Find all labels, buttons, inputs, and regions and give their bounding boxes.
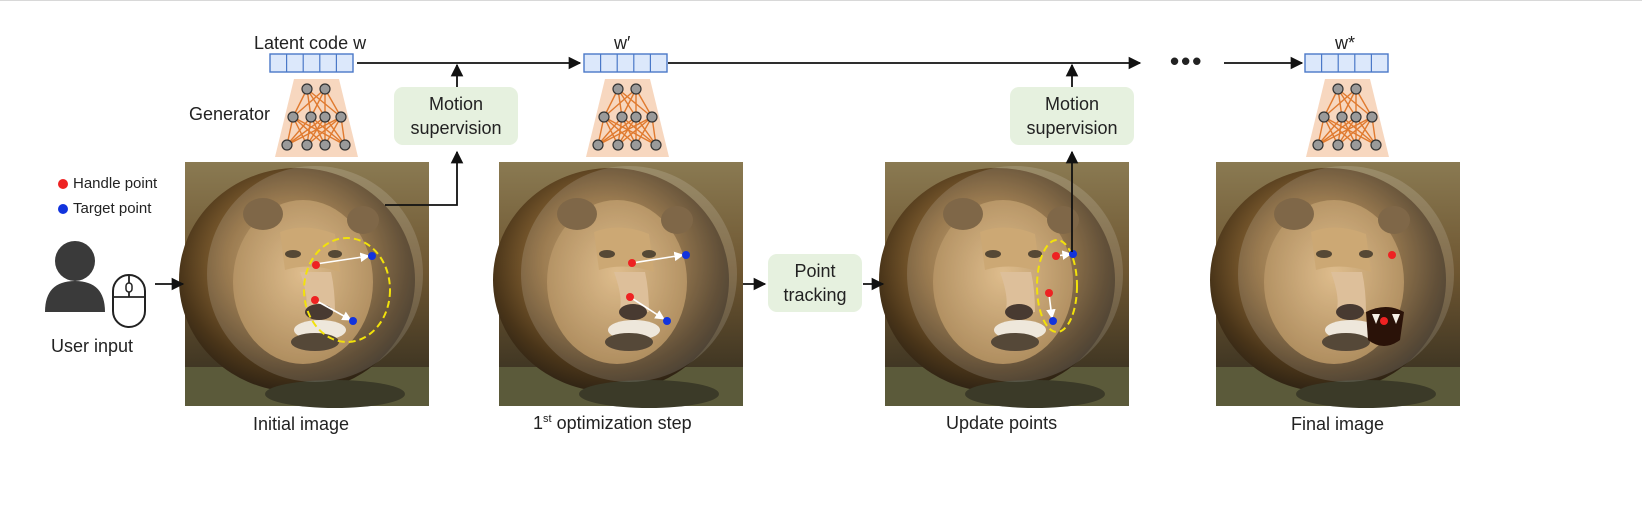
point-tracking-line1: Point — [794, 261, 836, 281]
caption-final-image: Final image — [1291, 414, 1385, 434]
target-point[interactable] — [682, 251, 690, 259]
handle-point[interactable] — [626, 293, 634, 301]
handle-point[interactable] — [1388, 251, 1396, 259]
handle-point[interactable] — [311, 296, 319, 304]
handle-point-legend-dot — [58, 179, 68, 189]
target-point[interactable] — [663, 317, 671, 325]
target-point[interactable] — [1049, 317, 1057, 325]
caption-optimization-step: 1st optimization step — [533, 413, 692, 434]
mouse-icon — [112, 274, 146, 328]
caption-opt-suffix: optimization step — [551, 413, 692, 433]
generator-network-3 — [1305, 78, 1390, 158]
motion-supervision-2-line2: supervision — [1026, 118, 1118, 138]
arrow-image-to-motion-1 — [385, 150, 464, 206]
optimization-step-image — [493, 162, 743, 408]
generator-network-1 — [274, 78, 359, 158]
user-icon — [45, 241, 105, 312]
generator-label: Generator — [189, 104, 271, 124]
target-point[interactable] — [368, 252, 376, 260]
point-tracking-box: Point tracking — [768, 254, 862, 312]
handle-point-legend-label: Handle point — [73, 175, 158, 192]
target-point[interactable] — [349, 317, 357, 325]
caption-opt-prefix: 1 — [533, 413, 544, 433]
handle-point[interactable] — [1052, 252, 1060, 260]
motion-supervision-1-line2: supervision — [410, 118, 502, 138]
motion-supervision-box-1: Motion supervision — [394, 87, 518, 145]
final-image — [1210, 162, 1460, 408]
motion-supervision-box-2: Motion supervision — [1010, 87, 1134, 145]
latent-vector-w-star — [1304, 53, 1389, 73]
caption-opt-sup: st — [543, 413, 552, 425]
user-input-label: User input — [51, 336, 134, 356]
region-ellipse-1 — [303, 237, 391, 343]
w-star-label: w* — [1335, 33, 1356, 53]
caption-update-points: Update points — [946, 413, 1058, 433]
target-point[interactable] — [1069, 250, 1077, 258]
w-prime-label: w′ — [614, 33, 631, 53]
target-point-legend-label: Target point — [73, 200, 152, 217]
point-tracking-line2: tracking — [783, 285, 847, 305]
top-border — [0, 0, 1642, 1]
update-points-image — [879, 162, 1129, 408]
handle-point[interactable] — [1380, 317, 1388, 325]
motion-supervision-2-line1: Motion — [1044, 94, 1100, 114]
latent-code-label: Latent code w — [254, 33, 367, 53]
motion-supervision-1-line1: Motion — [428, 94, 484, 114]
latent-vector-w — [269, 53, 354, 73]
generator-network-2 — [585, 78, 670, 158]
caption-initial-image: Initial image — [253, 414, 350, 434]
target-point-legend-dot — [58, 204, 68, 214]
handle-point[interactable] — [1045, 289, 1053, 297]
region-ellipse-2 — [1036, 239, 1078, 333]
latent-vector-w-prime — [583, 53, 668, 73]
handle-point[interactable] — [312, 261, 320, 269]
initial-image — [179, 162, 429, 408]
handle-point[interactable] — [628, 259, 636, 267]
ellipsis: ••• — [1170, 46, 1204, 76]
